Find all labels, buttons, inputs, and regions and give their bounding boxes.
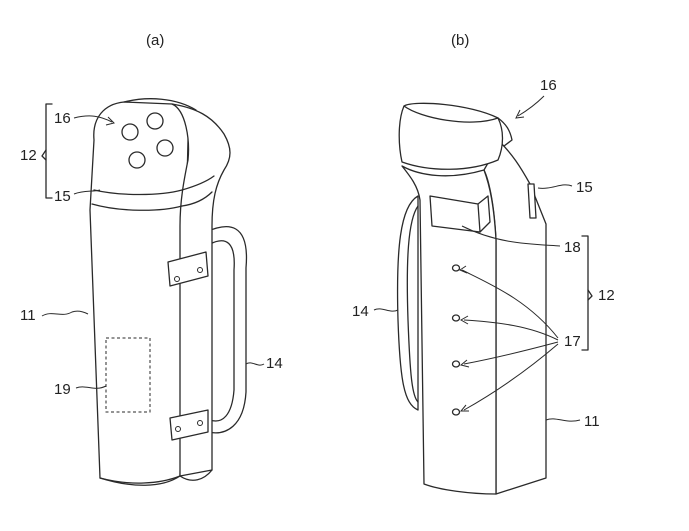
label-b-12: 12 xyxy=(598,287,615,304)
label-a-16: 16 xyxy=(54,110,71,127)
label-a-14: 14 xyxy=(266,355,283,372)
label-b-18: 18 xyxy=(564,239,581,256)
label-a-11: 11 xyxy=(20,307,36,324)
label-b-14: 14 xyxy=(352,303,369,320)
label-b-11: 11 xyxy=(584,413,600,430)
label-a-12: 12 xyxy=(20,147,37,164)
figure-a: (a) xyxy=(20,32,283,485)
label-b-16: 16 xyxy=(540,77,557,94)
strap-b xyxy=(398,196,418,410)
caption-a: (a) xyxy=(146,32,164,49)
label-a-15: 15 xyxy=(54,188,71,205)
figure-b: (b) 16 xyxy=(352,32,615,494)
caption-b: (b) xyxy=(451,32,469,49)
label-b-15: 15 xyxy=(576,179,593,196)
label-a-19: 19 xyxy=(54,381,71,398)
body-a xyxy=(90,99,230,486)
label-b-17: 17 xyxy=(564,333,581,350)
body-b xyxy=(399,103,546,494)
